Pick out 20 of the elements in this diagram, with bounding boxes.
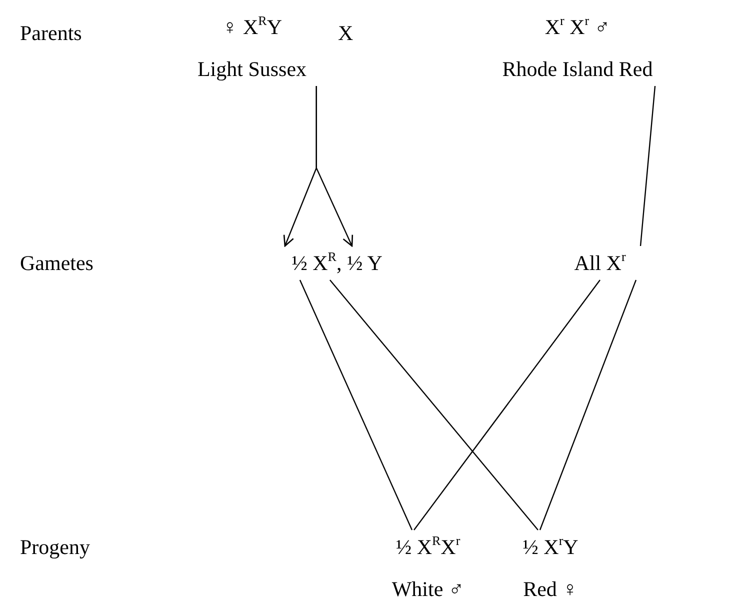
row-label: Progeny — [20, 534, 90, 561]
phenotype-text: Rhode Island Red — [501, 56, 654, 83]
genotype-text: ½ X$^{R}$, ½ Y — [290, 248, 384, 277]
connector-line — [299, 280, 413, 530]
phenotype-text: Light Sussex — [196, 56, 308, 83]
connector-line — [329, 280, 538, 530]
genotype-text: ½ X$^{r}$Y — [522, 532, 580, 561]
genotype-text: ♀ X$^{R}$Y — [220, 12, 283, 41]
genotype-text: X$^{r}$ X$^{r}$ ♂ — [544, 12, 612, 41]
row-label: Parents — [20, 20, 82, 47]
cross-sign: X — [338, 20, 354, 47]
connector-line — [414, 280, 600, 530]
connector-line — [640, 86, 656, 246]
genotype-text: ½ X$^{R}$X$^{r}$ — [394, 532, 462, 561]
genotype-text: All X$^{r}$ — [573, 248, 627, 277]
row-label: Gametes — [20, 250, 94, 277]
phenotype-text: White ♂ — [390, 576, 466, 601]
phenotype-text: Red ♀ — [522, 576, 579, 601]
arrow — [316, 86, 354, 247]
connector-line — [539, 280, 637, 530]
